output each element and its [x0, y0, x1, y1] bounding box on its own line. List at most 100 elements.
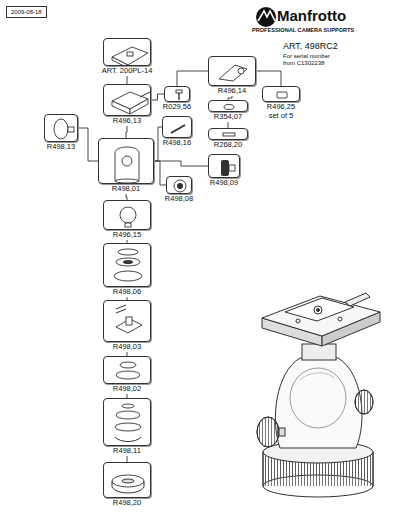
drawing-stroke [257, 417, 279, 447]
drawing-stroke [120, 207, 136, 223]
drawing-stroke [112, 57, 128, 65]
part-icon [211, 157, 239, 177]
drawing-stroke [223, 133, 235, 136]
part-icon [106, 87, 150, 115]
part-number: R498,06 [113, 287, 141, 296]
drawing-stroke [219, 65, 247, 81]
drawing-stroke [127, 52, 133, 56]
part-number: R498,02 [113, 384, 141, 393]
connector-line [151, 94, 164, 100]
drawing-stroke [130, 99, 148, 114]
date-box: 2009-08-18 [6, 6, 47, 18]
drawing-stroke [122, 479, 134, 483]
connector-line [256, 71, 281, 86]
part-box: R498,03 [103, 300, 151, 351]
drawing-stroke [116, 305, 126, 313]
connector-line [177, 71, 208, 86]
part-icon [106, 246, 150, 286]
drawing-stroke [122, 404, 134, 408]
part-frame [208, 100, 248, 112]
drawing-stroke [285, 298, 354, 321]
part-frame [103, 356, 151, 384]
part-number: R498,01 [112, 184, 140, 193]
part-frame [208, 128, 248, 140]
part-number: R498,11 [113, 446, 141, 455]
date-text: 2009-08-18 [11, 8, 42, 16]
drawing-stroke [115, 147, 139, 181]
part-number: ART. 200PL-14 [102, 66, 153, 75]
drawing-stroke [112, 101, 130, 114]
part-box: R496,25set of 5 [262, 86, 300, 120]
part-frame [98, 138, 154, 184]
drawing-stroke [338, 317, 342, 321]
drawing-stroke [114, 271, 142, 281]
part-number: R029,56 [163, 102, 191, 111]
part-box: R498,09 [208, 154, 240, 187]
part-icon [211, 59, 255, 85]
connector-line [127, 76, 128, 84]
part-box: R498,02 [103, 356, 151, 393]
part-box: R029,56 [162, 86, 193, 111]
part-frame [103, 200, 151, 230]
drawing-stroke [290, 368, 346, 428]
part-icon [106, 41, 150, 65]
part-frame [162, 116, 192, 138]
drawing-stroke [125, 223, 131, 227]
part-icon [265, 89, 299, 101]
drawing-stroke [277, 92, 287, 98]
drawing-stroke [176, 90, 182, 93]
drawing-stroke [118, 249, 138, 255]
drawing-stroke [262, 296, 380, 336]
part-box: ART. 200PL-14 [101, 38, 154, 75]
connector-line [154, 127, 162, 161]
drawing-stroke [373, 452, 374, 486]
drawing-stroke [229, 165, 235, 171]
part-frame: 2009-08-18 [6, 6, 47, 18]
logo-mark [256, 7, 276, 27]
part-box: R498,16 [162, 116, 193, 147]
part-number: R498,03 [113, 342, 141, 351]
part-box: R268,20 [208, 128, 248, 149]
part-number: R496,25 [267, 102, 295, 111]
part-box: R498,13 [44, 114, 78, 151]
part-icon [106, 465, 150, 497]
drawing-stroke [300, 373, 334, 380]
part-frame [164, 86, 190, 102]
drawing-stroke [317, 309, 320, 312]
drawing-stroke [115, 179, 139, 183]
drawing-stroke [123, 260, 133, 264]
part-box: R498,06 [103, 243, 151, 296]
part-box: R354,07 [208, 100, 248, 121]
part-number: set of 5 [269, 111, 294, 120]
connector-line [78, 128, 98, 161]
connector-line [126, 126, 127, 138]
part-icon [211, 131, 247, 139]
part-frame [208, 154, 240, 178]
drawing-stroke [302, 344, 336, 360]
part-icon [101, 141, 153, 183]
drawing-stroke [257, 417, 279, 447]
drawing-stroke [115, 437, 141, 442]
part-frame [103, 300, 151, 342]
part-box: R496,13 [103, 84, 151, 125]
part-number: R496,14 [218, 86, 246, 95]
part-frame [103, 38, 151, 66]
drawing-stroke [122, 156, 132, 166]
part-icon [167, 89, 189, 101]
drawing-stroke [177, 183, 183, 189]
part-number: R354,07 [214, 112, 242, 121]
part-icon [47, 117, 77, 141]
connector-line [154, 161, 166, 185]
part-icon [211, 103, 247, 111]
drawing-stroke [275, 358, 362, 448]
part-number: R498,09 [210, 178, 238, 187]
brand-name: Manfrotto [277, 7, 346, 25]
part-frame [262, 86, 300, 102]
part-box: R498,08 [164, 176, 195, 203]
part-number: R498,16 [163, 138, 191, 147]
part-frame [166, 176, 192, 194]
drawing-stroke [120, 362, 136, 368]
part-frame [44, 114, 78, 142]
drawing-stroke [221, 160, 229, 176]
